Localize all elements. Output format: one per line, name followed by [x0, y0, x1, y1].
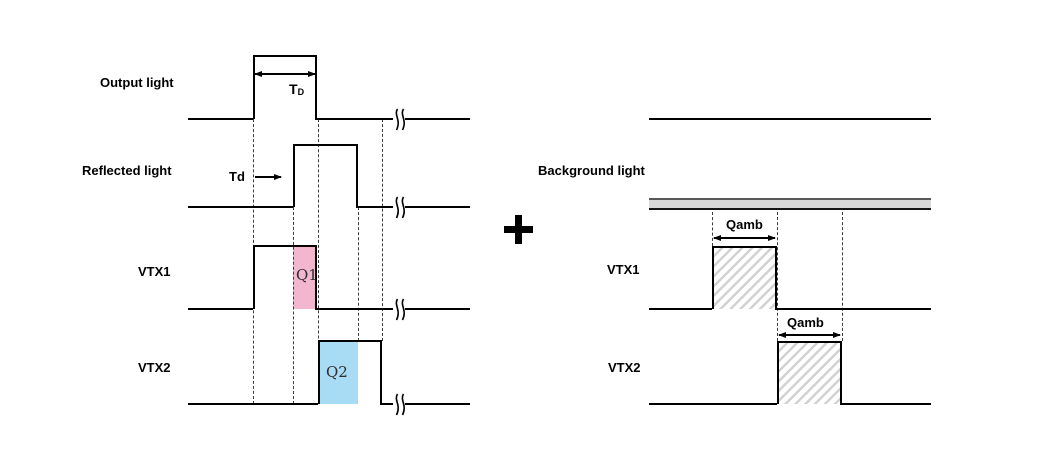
qamb2-arrow	[779, 334, 840, 336]
vtx2-right-baseline-left	[649, 403, 777, 405]
qamb1-label: Qamb	[726, 217, 763, 232]
dashed-guide-vtx1-fall-right	[777, 212, 778, 341]
background-light-top-line	[649, 118, 931, 120]
line-break-icon	[393, 196, 406, 219]
dashed-guide-reflect-fall	[358, 207, 359, 341]
dashed-guide-pulse-end	[318, 119, 319, 404]
vtx1-right-baseline-left	[649, 308, 712, 310]
vtx1-baseline-right	[315, 308, 470, 310]
vtx2-baseline-left	[188, 403, 318, 405]
pulse-width-label: TD	[289, 81, 304, 97]
pulse-width-label-base: T	[289, 81, 298, 97]
reflected-light-baseline-right	[356, 206, 470, 208]
vtx1-pulse	[253, 245, 317, 309]
output-light-baseline-left	[188, 118, 253, 120]
output-light-pulse	[253, 55, 317, 119]
reflected-light-pulse	[293, 144, 358, 207]
reflected-light-baseline-left	[188, 206, 293, 208]
background-light-label: Background light	[538, 163, 645, 178]
line-break-icon	[393, 298, 406, 321]
vtx1-label-right: VTX1	[607, 262, 640, 277]
vtx2-label-left: VTX2	[138, 360, 171, 375]
td-width-arrow	[255, 73, 315, 75]
plus-icon	[504, 215, 533, 244]
vtx2-label-right: VTX2	[608, 360, 641, 375]
dashed-guide-vtx2-end	[382, 119, 383, 341]
q1-label: Q1	[296, 266, 318, 284]
dashed-guide-reflect-rise	[293, 207, 294, 404]
reflected-light-label: Reflected light	[82, 163, 172, 178]
vtx1-baseline-left	[188, 308, 253, 310]
q1-region	[293, 246, 317, 309]
line-break-icon	[393, 108, 406, 131]
vtx1-ambient-pulse	[712, 246, 777, 309]
vtx1-right-baseline-right	[775, 308, 931, 310]
output-light-label: Output light	[100, 75, 174, 90]
vtx2-pulse	[318, 340, 382, 404]
q2-label: Q2	[326, 363, 348, 381]
delay-label: Td	[229, 169, 245, 184]
vtx2-ambient-pulse	[777, 341, 842, 404]
vtx2-right-baseline-right	[840, 403, 931, 405]
q2-region	[319, 341, 358, 404]
background-light-bar	[649, 198, 931, 210]
plus-vertical-bar	[515, 215, 522, 244]
dashed-guide-vtx2-fall-right	[842, 212, 843, 341]
dashed-guide-vtx1-rise-right	[712, 212, 713, 246]
qamb2-label: Qamb	[787, 315, 824, 330]
line-break-icon	[393, 393, 406, 416]
vtx2-baseline-right	[380, 403, 470, 405]
delay-arrow	[255, 176, 281, 178]
output-light-baseline-right	[315, 118, 470, 120]
vtx1-label-left: VTX1	[138, 264, 171, 279]
pulse-width-label-sub: D	[297, 87, 305, 97]
qamb1-arrow	[714, 237, 775, 239]
